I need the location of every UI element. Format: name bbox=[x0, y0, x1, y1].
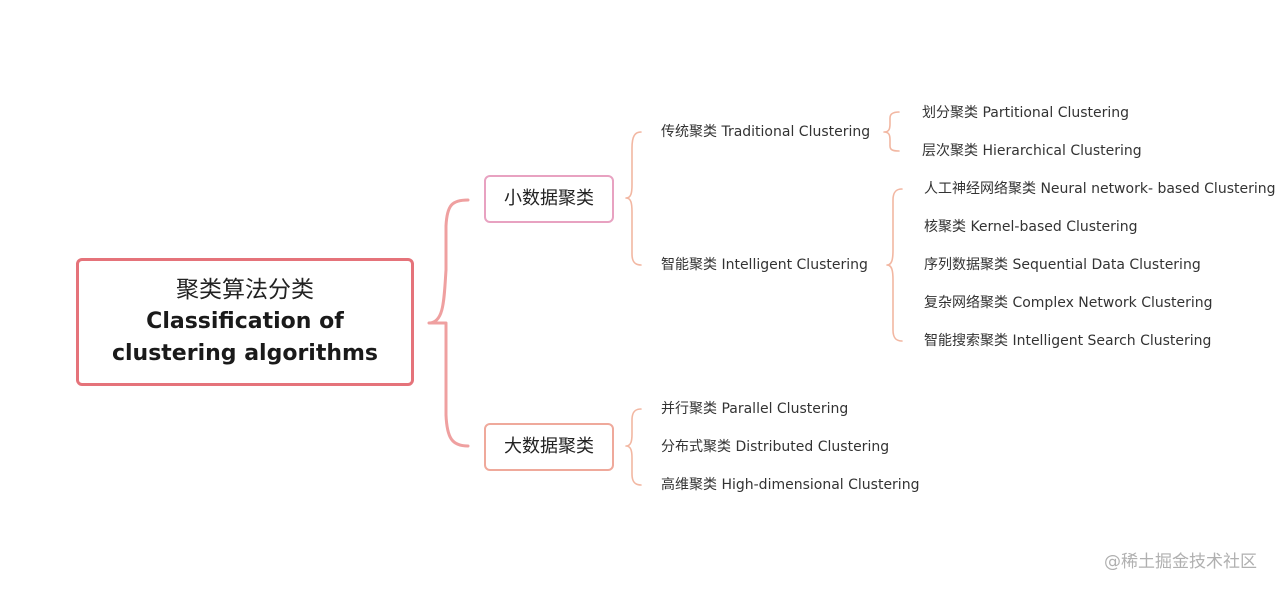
root-title-en-line1: Classification of bbox=[146, 309, 344, 334]
watermark-text: @稀土掘金技术社区 bbox=[1104, 552, 1257, 572]
traditional-clustering-node[interactable]: 传统聚类 Traditional Clustering bbox=[661, 124, 871, 140]
root-node[interactable]: 聚类算法分类 Classification of clustering algo… bbox=[76, 258, 414, 386]
root-brace bbox=[427, 198, 470, 448]
distributed-clustering-node[interactable]: 分布式聚类 Distributed Clustering bbox=[661, 439, 890, 455]
complex-network-clustering-node[interactable]: 复杂网络聚类 Complex Network Clustering bbox=[924, 295, 1213, 311]
small-data-clustering-node[interactable]: 小数据聚类 bbox=[484, 175, 614, 223]
sequential-data-clustering-node[interactable]: 序列数据聚类 Sequential Data Clustering bbox=[924, 257, 1201, 273]
intelligent-clustering-node[interactable]: 智能聚类 Intelligent Clustering bbox=[661, 257, 868, 273]
traditional-brace bbox=[883, 111, 900, 152]
big-data-clustering-node[interactable]: 大数据聚类 bbox=[484, 423, 614, 471]
root-title-zh: 聚类算法分类 bbox=[176, 277, 314, 303]
partitional-clustering-node[interactable]: 划分聚类 Partitional Clustering bbox=[922, 105, 1130, 121]
small-data-brace bbox=[625, 131, 642, 266]
intelligent-search-clustering-node[interactable]: 智能搜索聚类 Intelligent Search Clustering bbox=[924, 333, 1212, 349]
high-dimensional-clustering-node[interactable]: 高维聚类 High-dimensional Clustering bbox=[661, 477, 920, 493]
hierarchical-clustering-node[interactable]: 层次聚类 Hierarchical Clustering bbox=[922, 143, 1142, 159]
big-data-brace bbox=[625, 408, 642, 486]
intelligent-brace bbox=[886, 188, 903, 342]
kernel-clustering-node[interactable]: 核聚类 Kernel-based Clustering bbox=[924, 219, 1138, 235]
parallel-clustering-node[interactable]: 并行聚类 Parallel Clustering bbox=[661, 401, 849, 417]
neural-network-clustering-node[interactable]: 人工神经网络聚类 Neural network- based Clusterin… bbox=[924, 181, 1276, 197]
root-title-en-line2: clustering algorithms bbox=[111, 341, 379, 366]
